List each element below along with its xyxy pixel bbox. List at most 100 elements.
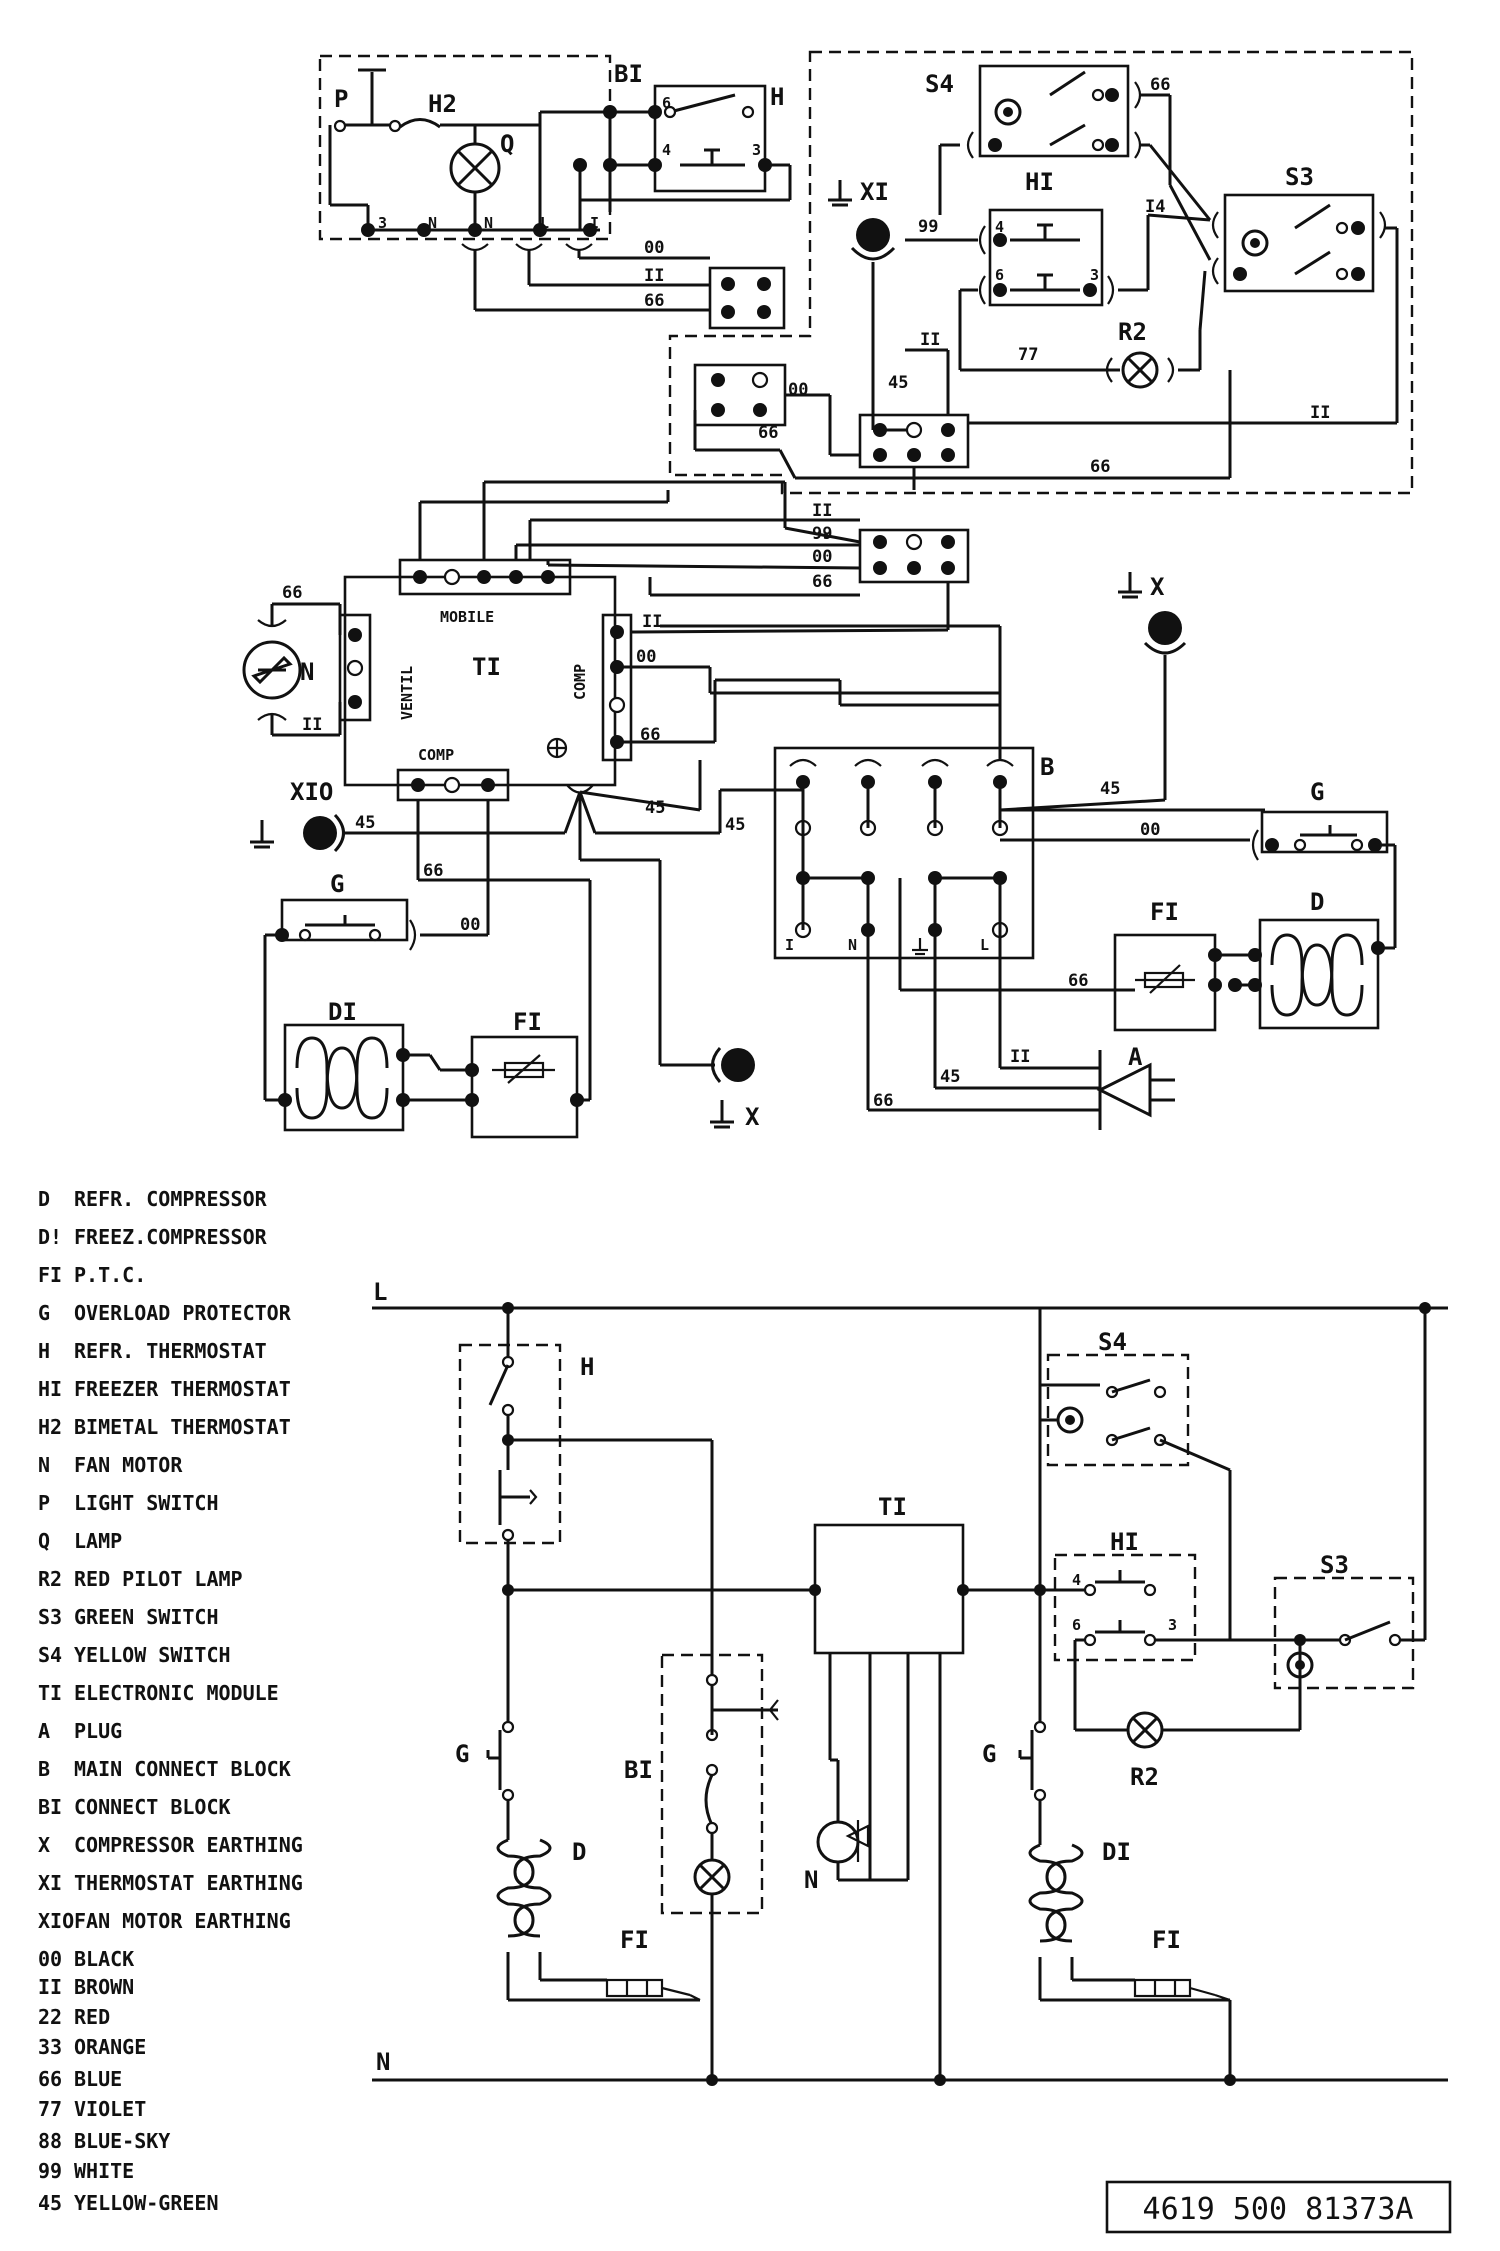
legend-code: N bbox=[38, 1453, 50, 1477]
legend-code: 77 bbox=[38, 2097, 62, 2121]
document-number-box: 4619 500 81373A bbox=[1105, 2180, 1452, 2234]
label-x10: XIO bbox=[290, 778, 333, 806]
wire-label-00-connector: 00 bbox=[788, 380, 808, 400]
legend-text: COMPRESSOR EARTHING bbox=[74, 1833, 303, 1857]
pin-h1-6: 6 bbox=[995, 266, 1004, 284]
label-f1-right: FI bbox=[1150, 898, 1179, 926]
legend-text: THERMOSTAT EARTHING bbox=[74, 1871, 303, 1895]
schematic-l-label: L bbox=[373, 1278, 387, 1306]
label-block-i: I bbox=[785, 936, 794, 954]
legend-text: WHITE bbox=[74, 2159, 134, 2183]
legend-code: TI bbox=[38, 1681, 62, 1705]
legend-text: ORANGE bbox=[74, 2035, 146, 2059]
wire-label-11-conn: II bbox=[920, 330, 940, 350]
legend-text: ELECTRONIC MODULE bbox=[74, 1681, 279, 1705]
freez-compressor-d1: DI bbox=[278, 998, 410, 1132]
schematic-g-label-right: G bbox=[982, 1740, 996, 1768]
wire-label-11-fan: II bbox=[302, 715, 322, 735]
legend-code: 33 bbox=[38, 2035, 62, 2059]
legend-code: FI bbox=[38, 1263, 62, 1287]
wire-label-00-t1: 00 bbox=[812, 547, 832, 567]
label-t1: TI bbox=[472, 653, 501, 681]
main-connect-block-b: B I N L 00 bbox=[773, 746, 1265, 960]
pin-n: N bbox=[484, 214, 493, 232]
schematic-g-label-left: G bbox=[455, 1740, 469, 1768]
label-comp-side: COMP bbox=[571, 664, 589, 700]
legend-text: RED PILOT LAMP bbox=[74, 1567, 243, 1591]
label-d: D bbox=[1310, 888, 1324, 916]
label-f1-left: FI bbox=[513, 1008, 542, 1036]
legend-text: BROWN bbox=[74, 1975, 134, 1999]
fan-motor-n: N 66 II bbox=[242, 583, 342, 737]
pin-l: L bbox=[540, 214, 549, 232]
legend-text: LAMP bbox=[74, 1529, 122, 1553]
legend-text: MAIN CONNECT BLOCK bbox=[74, 1757, 291, 1781]
label-h1: HI bbox=[1025, 168, 1054, 196]
legend-text: BLACK bbox=[74, 1947, 134, 1971]
label-x1: XI bbox=[860, 178, 889, 206]
document-number: 4619 500 81373A bbox=[1143, 2192, 1414, 2227]
legend-text: FAN MOTOR bbox=[74, 1453, 183, 1477]
wire-label-00-comp: 00 bbox=[636, 647, 656, 667]
label-b1: BI bbox=[614, 60, 643, 88]
legend-code: X bbox=[38, 1833, 50, 1857]
wire-label-66-f1r: 66 bbox=[1068, 971, 1088, 991]
wire-label-11-t1: II bbox=[812, 501, 832, 521]
legend-code: 22 bbox=[38, 2005, 62, 2029]
legend-code: B bbox=[38, 1757, 50, 1781]
wire-label-66-fan: 66 bbox=[282, 583, 302, 603]
legend-text: REFR. COMPRESSOR bbox=[74, 1187, 268, 1211]
schematic-n-motor-label: N bbox=[804, 1866, 818, 1894]
label-g-left: G bbox=[330, 870, 344, 898]
legend-text: OVERLOAD PROTECTOR bbox=[74, 1301, 292, 1325]
refr-thermostat-h: H 6 4 3 bbox=[540, 83, 792, 230]
label-block-n: N bbox=[848, 936, 857, 954]
overload-protector-g-left: G 00 bbox=[263, 800, 490, 1102]
legend-code: S4 bbox=[38, 1643, 62, 1667]
wire-label-66-bottom: 66 bbox=[1090, 457, 1110, 477]
legend-code: II bbox=[38, 1975, 62, 1999]
schematic-h1-label: HI bbox=[1110, 1528, 1139, 1556]
wire-label-00-top: 00 bbox=[644, 238, 664, 258]
label-s4: S4 bbox=[925, 70, 954, 98]
compressor-earth-x-top: X 45 bbox=[999, 572, 1187, 812]
legend-code: A bbox=[38, 1719, 50, 1743]
wire-label-11-comp: II bbox=[642, 612, 662, 632]
legend-text: FREEZ.COMPRESSOR bbox=[74, 1225, 268, 1249]
pin-h-3: 3 bbox=[752, 141, 761, 159]
wire-label-45-mid2: 45 bbox=[725, 815, 745, 835]
schematic-f1-label-right: FI bbox=[1152, 1926, 1181, 1954]
wire-label-66-f1l: 66 bbox=[423, 861, 443, 881]
wire-label-66-a: 66 bbox=[873, 1091, 893, 1111]
refr-compressor-d: D bbox=[1215, 888, 1385, 1030]
legend-text: REFR. THERMOSTAT bbox=[74, 1339, 267, 1363]
label-r2: R2 bbox=[1118, 318, 1147, 346]
label-g-right: G bbox=[1310, 778, 1324, 806]
schematic-s3-label: S3 bbox=[1320, 1551, 1349, 1579]
wire-label-66-s4: 66 bbox=[1150, 75, 1170, 95]
schematic-r2-label: R2 bbox=[1130, 1763, 1159, 1791]
legend-text: YELLOW-GREEN bbox=[74, 2191, 219, 2215]
overload-protector-g-right: G bbox=[1251, 778, 1397, 950]
wire-label-45-x10: 45 bbox=[355, 813, 375, 833]
legend-code: 66 bbox=[38, 2067, 62, 2091]
pin-h-6: 6 bbox=[662, 94, 671, 112]
legend-text: RED bbox=[74, 2005, 110, 2029]
wire-label-45-xtop: 45 bbox=[1100, 779, 1120, 799]
legend-text: GREEN SWITCH bbox=[74, 1605, 219, 1629]
connect-block-b1-area: BI P H2 Q 3 N N L I bbox=[318, 54, 786, 330]
label-h: H bbox=[770, 83, 784, 111]
wire-label-11-a: II bbox=[1010, 1047, 1030, 1067]
wire-label-66-comp: 66 bbox=[640, 725, 660, 745]
legend-code: XIO bbox=[38, 1909, 74, 1933]
legend-text: BLUE bbox=[74, 2067, 122, 2091]
label-a: A bbox=[1128, 1043, 1143, 1071]
pin-h1-4: 4 bbox=[995, 218, 1004, 236]
legend-code: 99 bbox=[38, 2159, 62, 2183]
schematic-t1-label: TI bbox=[878, 1493, 907, 1521]
legend-code: HI bbox=[38, 1377, 62, 1401]
wire-label-11-top: II bbox=[644, 266, 664, 286]
legend-text: YELLOW SWITCH bbox=[74, 1643, 231, 1667]
